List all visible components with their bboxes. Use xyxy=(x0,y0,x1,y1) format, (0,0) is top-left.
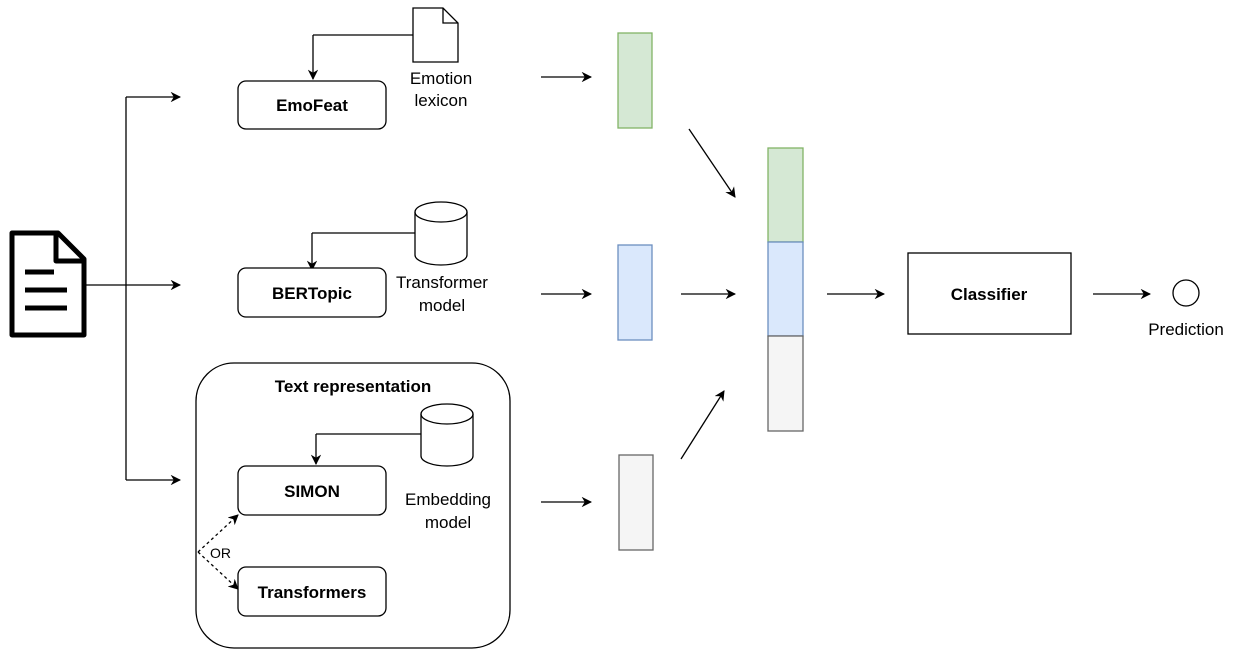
document-icon xyxy=(9,230,87,338)
concat-blue-segment xyxy=(767,241,804,337)
classifier-label: Classifier xyxy=(951,285,1028,304)
classifier-box xyxy=(907,252,1072,335)
branch-connectors xyxy=(84,91,182,486)
transformer-model-label-1: Transformer xyxy=(396,273,488,292)
green-to-concat-arrow xyxy=(688,128,736,198)
transformer-model-label-2: model xyxy=(419,296,465,315)
simon-label: SIMON xyxy=(284,482,340,501)
bertopic-box xyxy=(237,267,387,318)
text-representation-vector xyxy=(618,454,654,551)
emotion-lexicon-label-1: Emotion xyxy=(410,69,472,88)
concat-green-segment xyxy=(767,147,804,243)
emotion-lexicon-label-2: lexicon xyxy=(415,91,468,110)
grey-to-concat-arrow xyxy=(680,390,725,460)
text-representation-title: Text representation xyxy=(275,377,432,396)
bertopic-label: BERTopic xyxy=(272,284,352,303)
embedding-model-label-2: model xyxy=(425,513,471,532)
or-label: OR xyxy=(210,545,231,561)
concat-grey-segment xyxy=(767,335,804,432)
bertopic-vector xyxy=(617,244,653,341)
transformers-label: Transformers xyxy=(258,583,367,602)
concatenated-vector xyxy=(767,147,804,432)
embedding-model-label-1: Embedding xyxy=(405,490,491,509)
prediction-label: Prediction xyxy=(1148,320,1224,339)
emofeat-label: EmoFeat xyxy=(276,96,348,115)
emotion-lexicon-icon xyxy=(412,7,459,63)
transformer-model-icon xyxy=(414,201,468,266)
transformers-box xyxy=(237,566,387,617)
simon-box xyxy=(237,465,387,516)
emofeat-vector xyxy=(617,32,653,129)
emofeat-box xyxy=(237,80,387,130)
embedding-model-icon xyxy=(420,403,474,467)
prediction-node xyxy=(1172,279,1200,307)
